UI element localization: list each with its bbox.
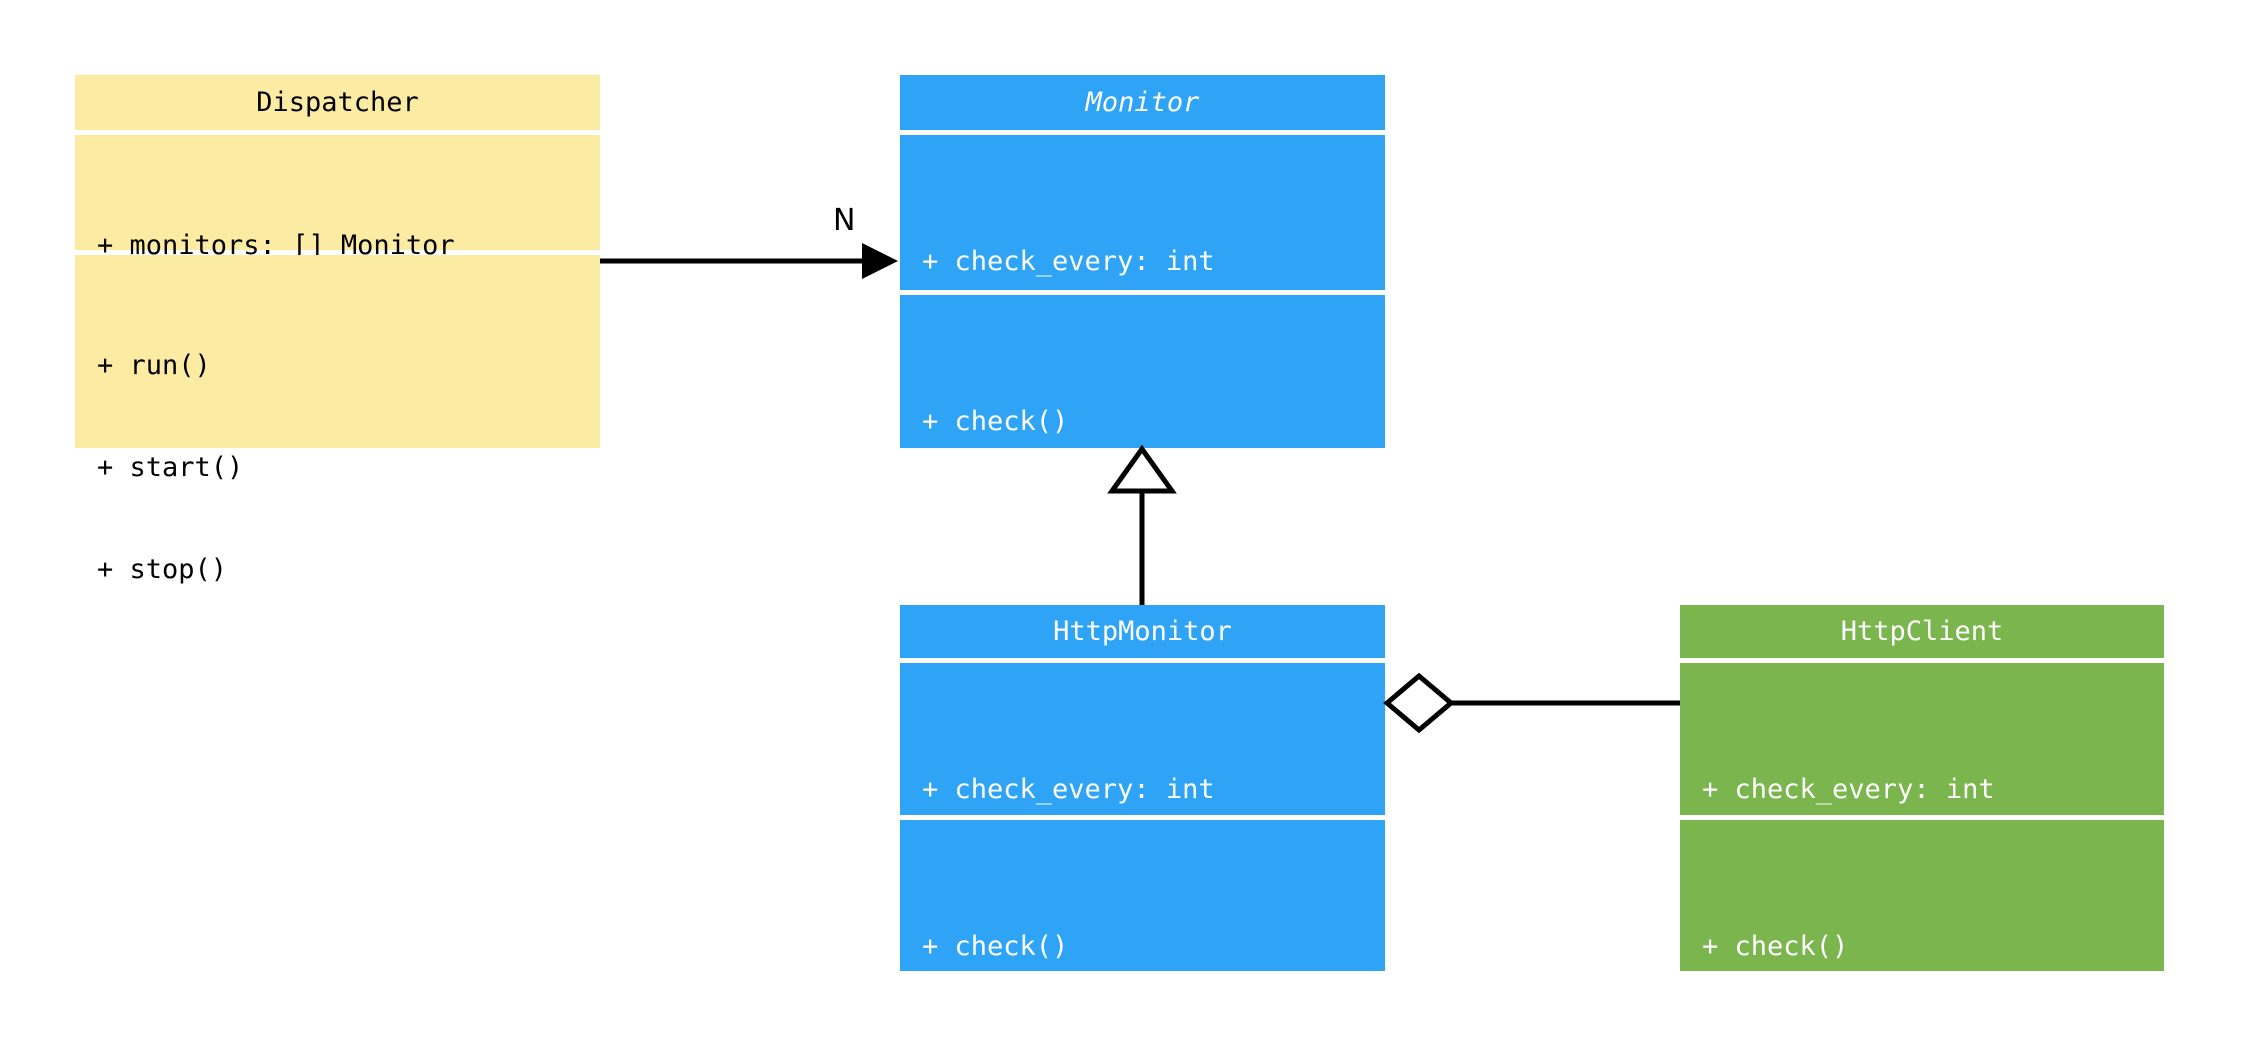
class-attributes-compartment-httpmonitor: + check_every: int [900,663,1385,815]
method-item: + start() [97,452,244,483]
class-methods-compartment-httpclient: + check() [1680,820,2164,971]
method-item: + run() [97,350,211,381]
method-list-dispatcher: + run() + start() + stop() [97,281,243,655]
class-methods-compartment-dispatcher: + run() + start() + stop() [75,255,600,585]
class-name-httpmonitor: HttpMonitor [1053,616,1232,647]
attribute-list-monitor: + check_every: int [922,177,1215,347]
attribute-list-httpclient: + check_every: int [1702,705,1995,875]
method-item: + check() [1702,931,1849,962]
method-item: + stop() [97,554,228,585]
class-title-compartment-httpmonitor: HttpMonitor [900,605,1385,658]
attribute-item: + check_every: int [922,774,1215,805]
method-list-httpclient: + check() [1702,862,1848,1032]
method-list-monitor: + check() [922,337,1068,507]
class-attributes-compartment-dispatcher: + monitors: [] Monitor [75,135,600,261]
relation-aggregation-httpmonitor-httpclient [1383,672,1680,734]
class-title-compartment-dispatcher: Dispatcher [75,75,600,130]
class-name-dispatcher: Dispatcher [256,87,419,118]
class-box-httpclient[interactable]: HttpClient + check_every: int + check() [1680,605,2164,971]
class-box-httpmonitor[interactable]: HttpMonitor + check_every: int + check() [900,605,1385,971]
class-title-compartment-httpclient: HttpClient [1680,605,2164,658]
class-box-monitor[interactable]: Monitor + check_every: int + check() [900,75,1385,448]
attribute-list-httpmonitor: + check_every: int [922,705,1215,875]
method-item: + check() [922,931,1069,962]
class-title-compartment-monitor: Monitor [900,75,1385,130]
class-attributes-compartment-httpclient: + check_every: int [1680,663,2164,815]
attribute-item: + check_every: int [1702,774,1995,805]
class-methods-compartment-httpmonitor: + check() [900,820,1385,971]
class-attributes-compartment-monitor: + check_every: int [900,135,1385,290]
method-item: + check() [922,406,1069,437]
relation-label-multiplicity-n: N [833,203,856,238]
relation-association-dispatcher-monitor [600,243,898,279]
class-box-dispatcher[interactable]: Dispatcher + monitors: [] Monitor + run(… [75,75,600,585]
class-methods-compartment-monitor: + check() [900,295,1385,448]
method-list-httpmonitor: + check() [922,862,1068,1032]
attribute-item: + check_every: int [922,246,1215,277]
relation-generalization-httpmonitor-monitor [1107,444,1177,605]
class-name-httpclient: HttpClient [1840,616,2004,647]
class-name-monitor: Monitor [1085,87,1200,118]
